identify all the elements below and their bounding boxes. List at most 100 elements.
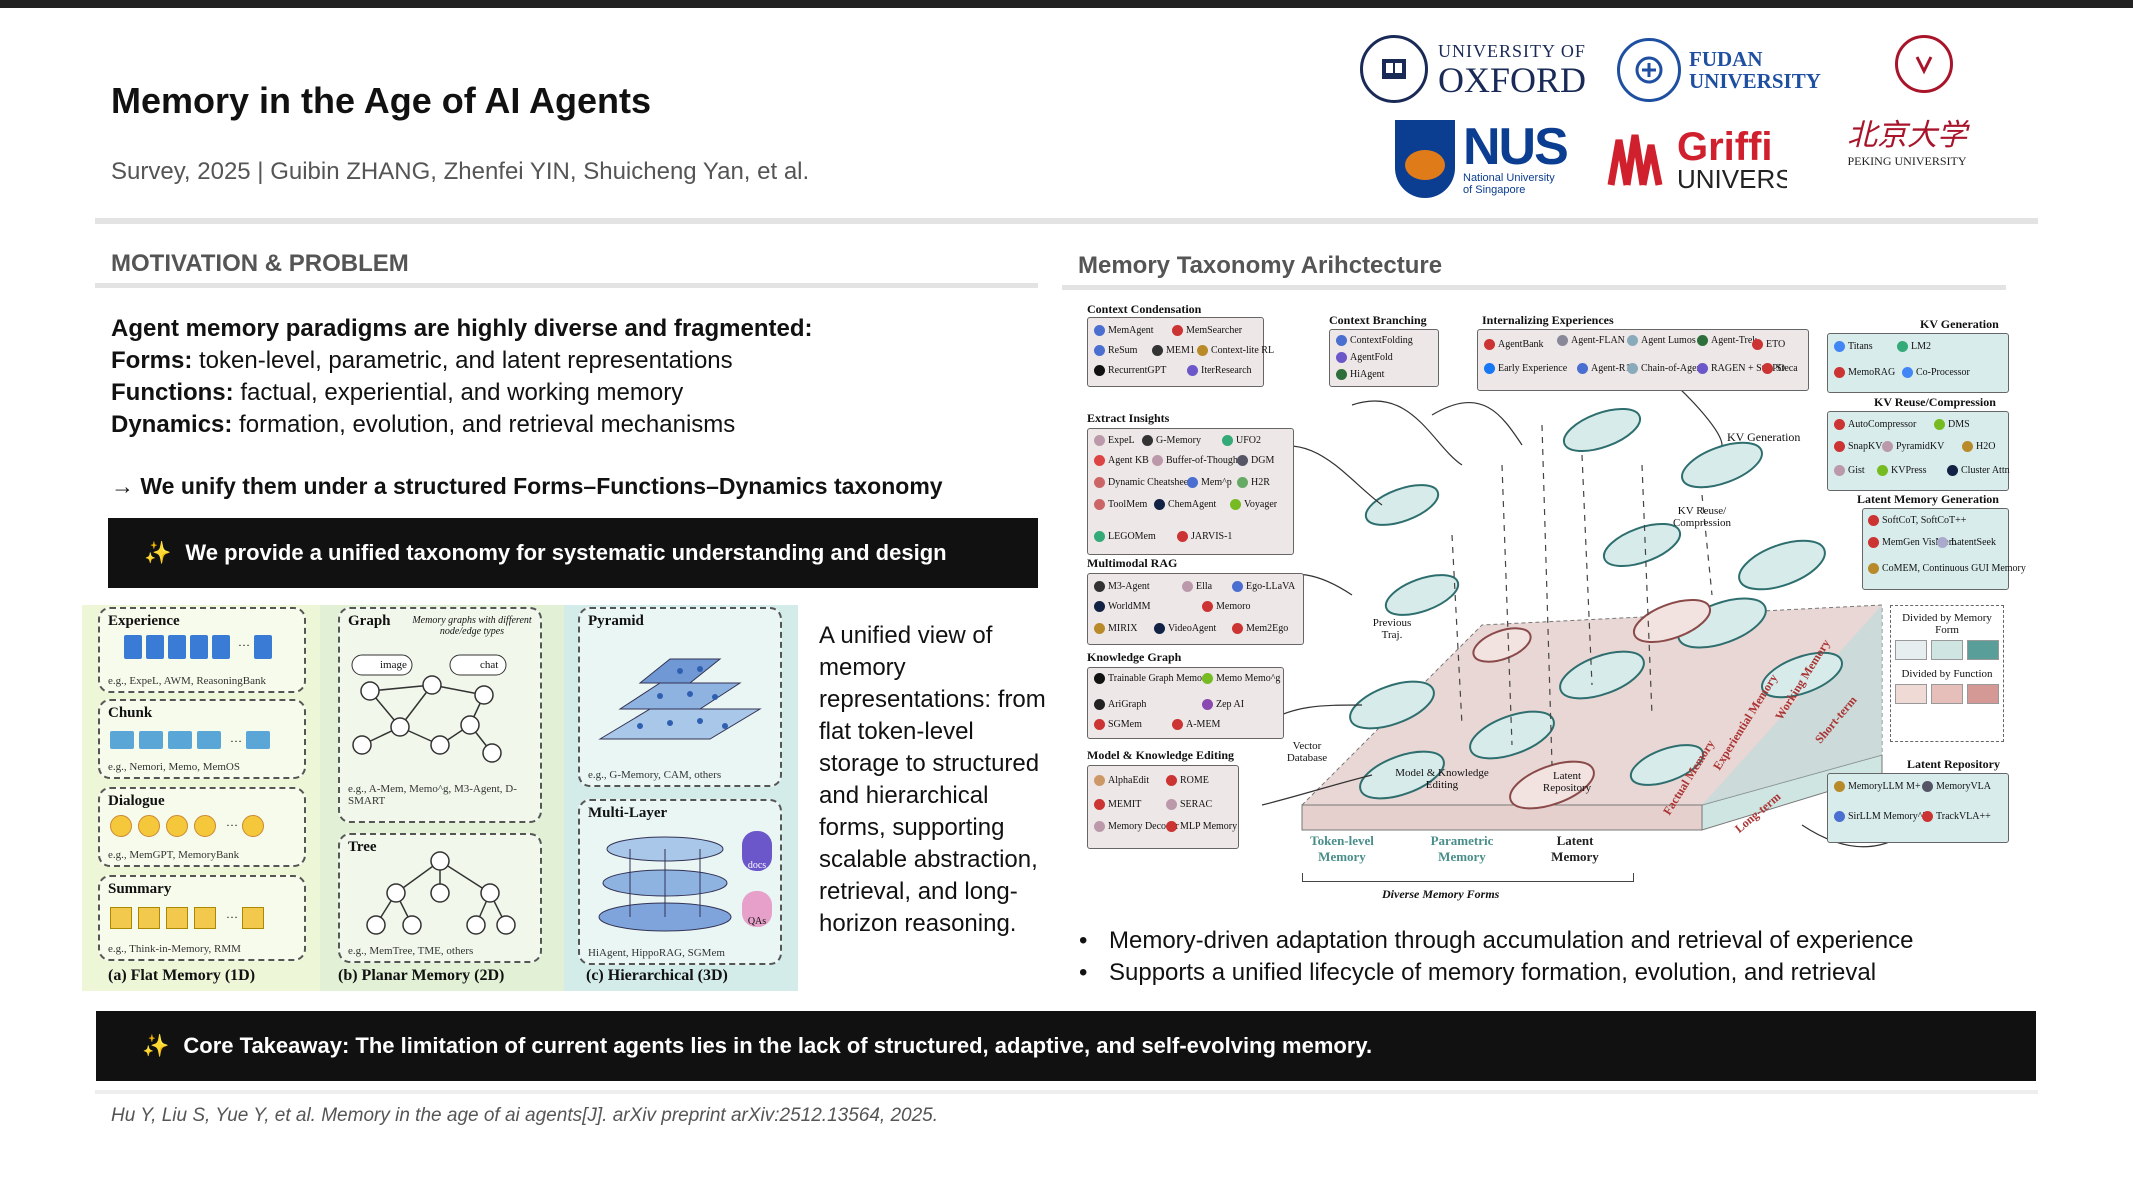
qas-label: QAs — [747, 916, 767, 927]
chip-recurrentgpt: RecurrentGPT — [1094, 365, 1166, 376]
taxonomy-slab — [1251, 354, 1943, 848]
oxford-top-text: UNIVERSITY OF — [1438, 40, 1586, 61]
label-latent-repository: Latent Repository — [1542, 770, 1592, 794]
chip-agentbank: AgentBank — [1484, 339, 1544, 350]
oxford-crest-icon — [1360, 35, 1428, 103]
fudan-logo: FUDAN UNIVERSITY — [1617, 38, 1821, 102]
graph-image-label: image — [380, 659, 407, 671]
multimodal-rag-box — [1087, 573, 1304, 645]
multi-layer-diagram — [598, 836, 732, 932]
extract-insights-box — [1087, 428, 1294, 555]
chip-titans: Titans — [1834, 341, 1873, 352]
pyramid-diagram — [598, 658, 762, 740]
chip-autocompressor: AutoCompressor — [1834, 419, 1916, 430]
experience-doc-icons: … — [124, 635, 276, 659]
chip-sirllm: SirLLM Memory^3 — [1834, 811, 1927, 822]
dialogue-eg: e.g., MemGPT, MemoryBank — [108, 849, 240, 861]
takeaway-text: Core Takeaway: The limitation of current… — [183, 1033, 1373, 1058]
kv-generation-title: KV Generation — [1920, 317, 1999, 331]
chip-ella: Ella — [1182, 581, 1212, 592]
docs-label: docs — [747, 860, 767, 871]
chip-cluster-attn: Cluster Attn — [1947, 465, 2010, 476]
hierarchical-caption: (c) Hierarchical (3D) — [586, 967, 728, 984]
chip-softcot: SoftCoT, SoftCoT++ — [1868, 515, 1966, 526]
left-section-divider — [95, 283, 1038, 288]
chip-agent-r1: Agent-R1 — [1577, 363, 1630, 374]
nus-sub-1: National University — [1463, 172, 1555, 184]
citation: Hu Y, Liu S, Yue Y, et al. Memory in the… — [111, 1105, 939, 1126]
kv-reuse-title: KV Reuse/Compression — [1874, 395, 1996, 409]
knowledge-graph-title: Knowledge Graph — [1087, 650, 1182, 664]
summary-box: Summary … e.g., Think-in-Memory, RMM — [98, 875, 306, 961]
context-branching-box — [1329, 329, 1439, 387]
chip-memit: MEMIT — [1094, 799, 1141, 810]
functions-line: Functions: factual, experiential, and wo… — [111, 377, 813, 409]
page-title: Memory in the Age of AI Agents — [111, 80, 652, 121]
pku-crest-icon — [1895, 35, 1953, 93]
dialogue-box: Dialogue … e.g., MemGPT, MemoryBank — [98, 787, 306, 867]
legend-by-form: Divided by Memory Form — [1902, 612, 1992, 636]
chip-iterresearch: IterResearch — [1187, 365, 1252, 376]
chunk-title: Chunk — [108, 705, 153, 721]
chip-eto: ETO — [1752, 339, 1785, 350]
chip-hiagent: HiAgent — [1336, 369, 1384, 380]
summary-title: Summary — [108, 881, 172, 897]
legend-by-function: Divided by Function — [1901, 668, 1993, 680]
chunk-eg: e.g., Nemori, Memo, MemOS — [108, 761, 240, 773]
forms-bracket — [1302, 873, 1634, 882]
griffith-logo: Griffi UNIVERS — [1607, 128, 1787, 192]
oxford-logo: UNIVERSITY OF OXFORD — [1360, 35, 1586, 103]
chip-dgm: DGM — [1237, 455, 1274, 466]
right-section-title: Memory Taxonomy Arihctecture — [1078, 252, 1443, 279]
motivation-paragraph: Agent memory paradigms are highly divers… — [111, 313, 813, 441]
legend-form-swatches — [1891, 640, 2003, 660]
chip-trackvla: TrackVLA++ — [1922, 811, 1991, 822]
taxonomy-diagram: Context Condensation MemAgent MemSearche… — [1082, 302, 2026, 910]
graph-diagram — [351, 654, 507, 763]
chip-agent-flan: Agent-FLAN — [1557, 335, 1625, 346]
kv-reuse-box — [1827, 411, 2009, 491]
extract-insights-title: Extract Insights — [1087, 411, 1170, 425]
nus-logo: NUS National University of Singapore — [1395, 120, 1569, 198]
hierarchical-memory-panel: Pyramid e.g., G-Memory, CAM, others Mult… — [564, 605, 798, 991]
docs-badge: docs — [742, 831, 772, 871]
flat-memory-panel: Experience … e.g., ExpeL, AWM, Reasoning… — [82, 605, 320, 991]
graph-eg: e.g., A-Mem, Memo^g, M3-Agent, D-SMART — [348, 783, 517, 807]
experience-eg: e.g., ExpeL, AWM, ReasoningBank — [108, 675, 266, 687]
graph-title: Graph — [348, 613, 391, 629]
pku-name: 北京大学 PEKING UNIVERSITY — [1847, 110, 1967, 169]
chip-memo-g: Memo Memo^g — [1202, 673, 1280, 684]
pyramid-box: Pyramid e.g., G-Memory, CAM, others — [578, 607, 782, 787]
chip-memsearcher: MemSearcher — [1172, 325, 1242, 336]
chip-agent-trek: Agent-Trek — [1697, 335, 1757, 346]
chip-lm2: LM2 — [1897, 341, 1931, 352]
label-parametric-memory: Parametric Memory — [1430, 833, 1494, 864]
chunk-icons: … — [110, 731, 275, 749]
flat-caption: (a) Flat Memory (1D) — [108, 967, 256, 984]
chip-ragen: RAGEN + StarPO — [1697, 363, 1785, 374]
functions-text: factual, experiential, and working memor… — [233, 379, 684, 406]
bullet-item: Supports a unified lifecycle of memory f… — [1075, 957, 1913, 989]
chip-h2r: H2R — [1237, 477, 1270, 488]
dynamics-text: formation, evolution, and retrieval mech… — [232, 411, 736, 438]
chip-mem1: MEM1 — [1152, 345, 1195, 356]
taxonomy-banner-text: We provide a unified taxonomy for system… — [185, 540, 947, 565]
chip-chemagent: ChemAgent — [1154, 499, 1216, 510]
unified-view-text: A unified view of memory representations… — [819, 622, 1046, 937]
chip-memorag: MemoRAG — [1834, 367, 1895, 378]
chip-kvpress: KVPress — [1877, 465, 1927, 476]
forms-text: token-level, parametric, and latent repr… — [192, 347, 733, 374]
takeaway-banner: ✨ Core Takeaway: The limitation of curre… — [96, 1011, 2036, 1081]
chip-h2o: H2O — [1962, 441, 1995, 452]
graph-note: Memory graphs with different node/edge t… — [412, 615, 532, 637]
chip-co-processor: Co-Processor — [1902, 367, 1970, 378]
multimodal-rag-title: Multimodal RAG — [1087, 556, 1178, 570]
footer-divider — [95, 1090, 2038, 1094]
model-knowledge-editing-box — [1087, 765, 1239, 849]
chip-dynamic-cheatsheet: Dynamic Cheatsheet — [1094, 477, 1191, 488]
latent-memory-generation-box — [1862, 508, 2009, 590]
chip-jarvis-1: JARVIS-1 — [1177, 531, 1232, 542]
chip-buffer-of-thought: Buffer-of-Thought — [1152, 455, 1241, 466]
chip-comem: CoMEM, Continuous GUI Memory — [1868, 563, 2026, 574]
chip-latentseek: LatentSeek — [1937, 537, 1996, 548]
